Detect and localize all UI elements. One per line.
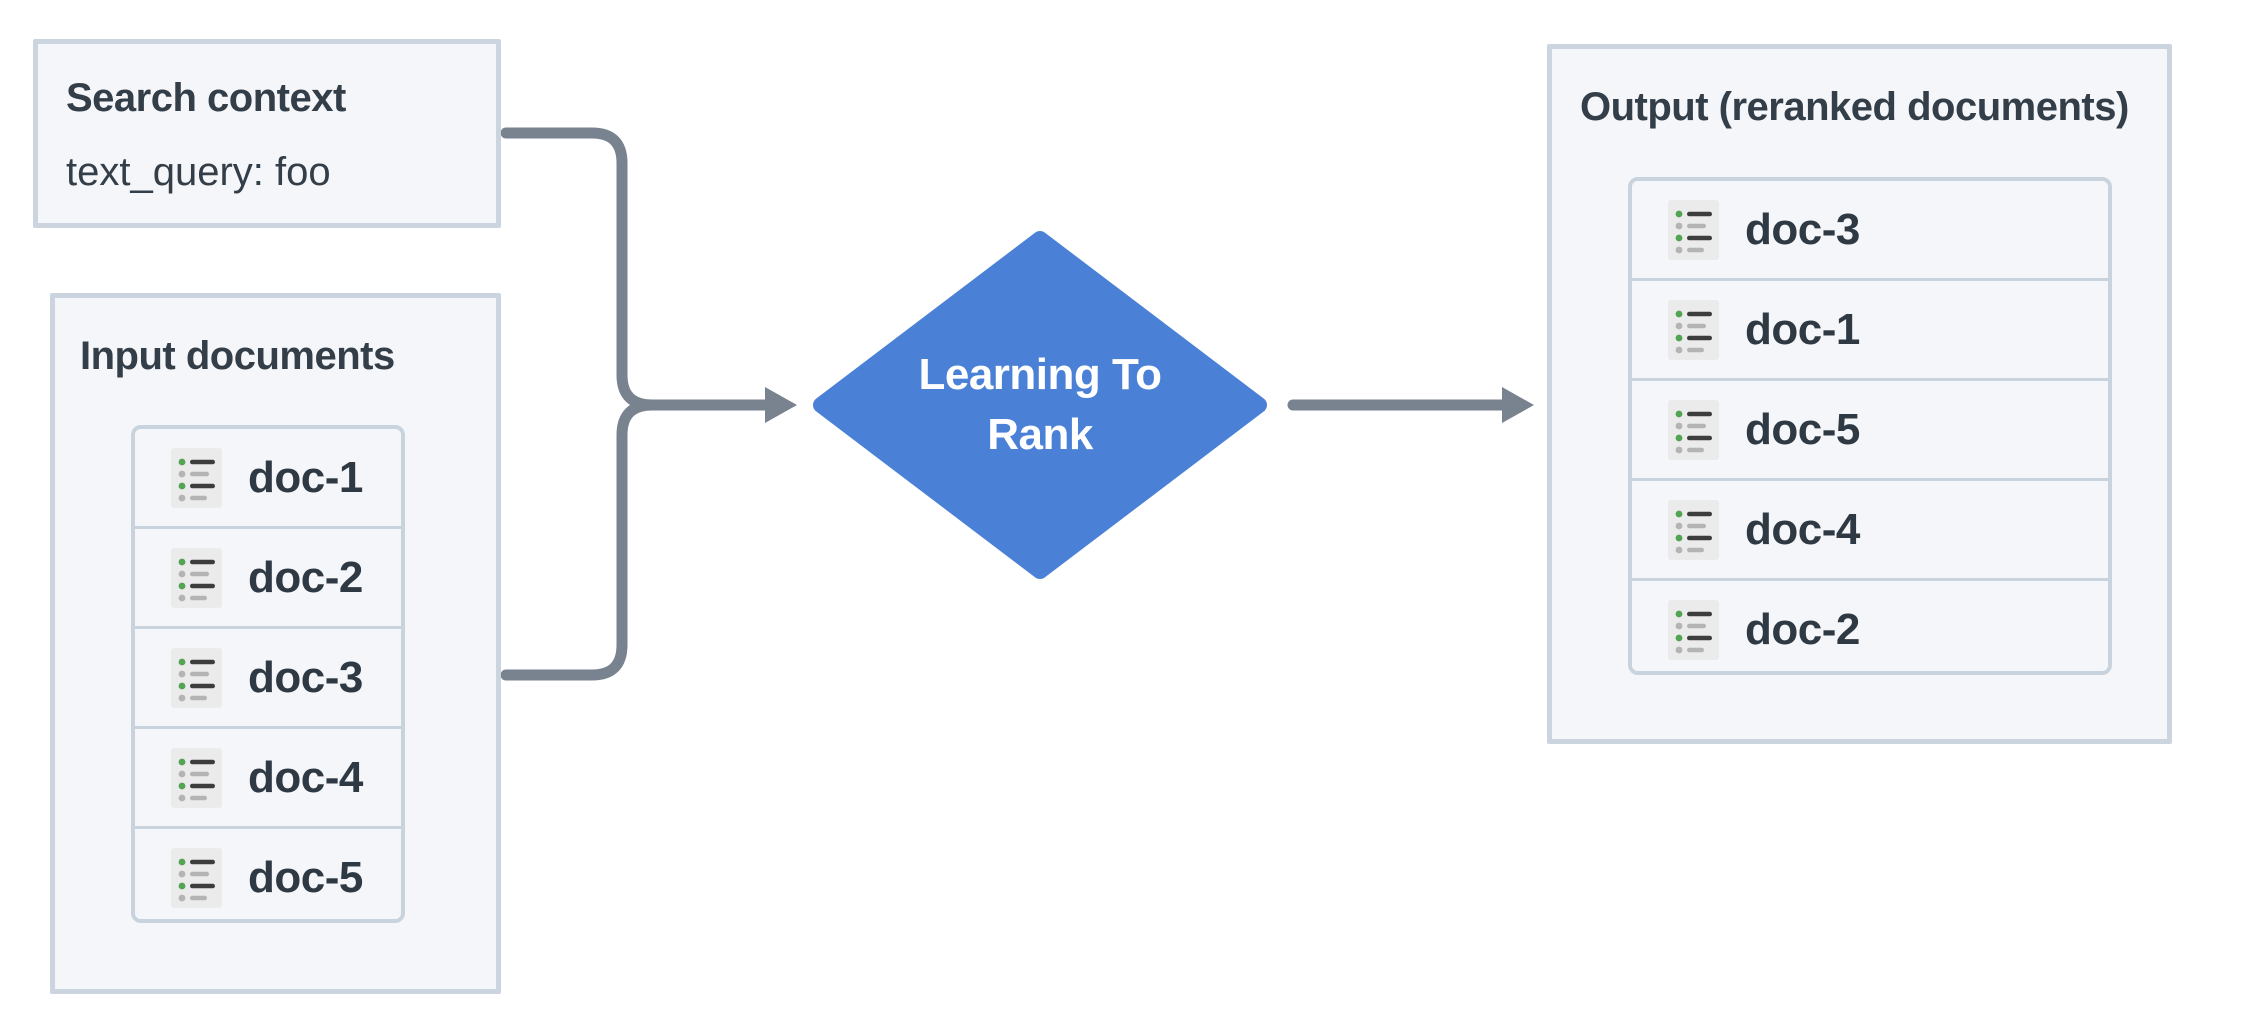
search-context-connector xyxy=(500,127,774,411)
document-list-icon xyxy=(171,848,222,908)
document-label: doc-5 xyxy=(248,852,363,902)
output-documents-box: Output (reranked documents) doc-3 doc-1 … xyxy=(1547,44,2172,744)
input-documents-title: Input documents xyxy=(80,334,395,378)
document-label: doc-4 xyxy=(248,752,363,802)
output-documents-title: Output (reranked documents) xyxy=(1580,85,2129,129)
document-label: doc-2 xyxy=(248,552,363,602)
document-list-icon xyxy=(1668,300,1719,360)
document-list-icon xyxy=(171,448,222,508)
document-label: doc-1 xyxy=(248,452,363,502)
document-list-icon xyxy=(1668,400,1719,460)
learning-to-rank-label: Learning To Rank xyxy=(807,229,1273,580)
document-list-icon xyxy=(1668,200,1719,260)
input-documents-connector xyxy=(500,399,774,681)
input-document-row: doc-3 xyxy=(135,626,401,726)
output-arrowhead xyxy=(1502,387,1534,423)
merge-arrowhead xyxy=(765,387,797,423)
input-document-row: doc-4 xyxy=(135,726,401,826)
output-document-list: doc-3 doc-1 doc-5 doc-4 doc-2 xyxy=(1628,177,2112,675)
document-label: doc-3 xyxy=(248,652,363,702)
search-query-text: text_query: foo xyxy=(66,150,331,194)
output-document-row: doc-5 xyxy=(1632,378,2108,478)
document-list-icon xyxy=(171,548,222,608)
document-label: doc-1 xyxy=(1745,304,1860,354)
document-list-icon xyxy=(171,648,222,708)
document-list-icon xyxy=(171,748,222,808)
document-list-icon xyxy=(1668,500,1719,560)
search-context-box: Search context text_query: foo xyxy=(33,39,501,228)
learning-to-rank-diamond xyxy=(813,231,1267,579)
output-document-row: doc-3 xyxy=(1632,181,2108,278)
output-document-row: doc-2 xyxy=(1632,578,2108,671)
document-label: doc-3 xyxy=(1745,204,1860,254)
input-documents-box: Input documents doc-1 doc-2 doc-3 doc-4 … xyxy=(50,293,501,994)
document-label: doc-4 xyxy=(1745,504,1860,554)
document-label: doc-2 xyxy=(1745,604,1860,654)
document-list-icon xyxy=(1668,600,1719,660)
output-document-row: doc-4 xyxy=(1632,478,2108,578)
input-document-row: doc-1 xyxy=(135,429,401,526)
output-document-row: doc-1 xyxy=(1632,278,2108,378)
input-document-list: doc-1 doc-2 doc-3 doc-4 doc-5 xyxy=(131,425,405,923)
document-label: doc-5 xyxy=(1745,404,1860,454)
node-label-line: Rank xyxy=(987,409,1093,459)
node-label-line: Learning To xyxy=(918,349,1162,399)
input-document-row: doc-5 xyxy=(135,826,401,919)
input-document-row: doc-2 xyxy=(135,526,401,626)
search-context-title: Search context xyxy=(66,76,346,120)
